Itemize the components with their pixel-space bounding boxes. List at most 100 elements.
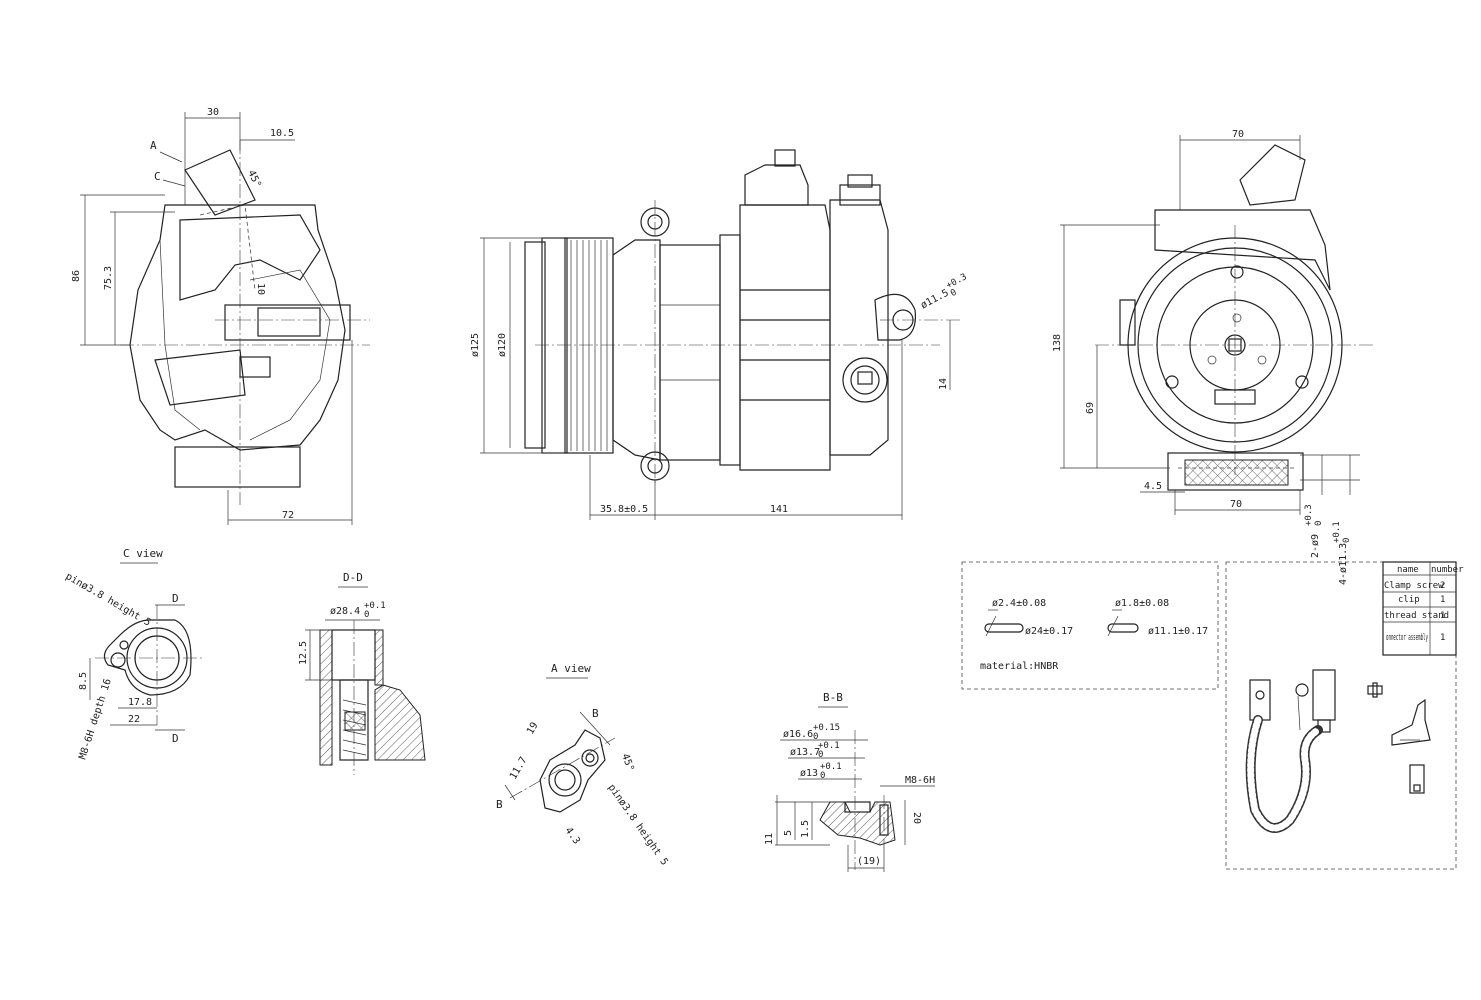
- dim-d13: ø13: [800, 768, 818, 779]
- c-view-title: C view: [123, 547, 163, 560]
- a-view-angle-45: 45°: [619, 752, 636, 773]
- dim-4-5: 4.5: [1144, 481, 1162, 492]
- dim-d13-7: ø13.7: [790, 747, 820, 758]
- dim-14: 14: [938, 378, 949, 390]
- bb-view: B-B ø16.6 +0.15 0 ø13.7 +0.1 0 ø13 +0.1 …: [764, 691, 935, 872]
- dim-8-5: 8.5: [78, 672, 89, 690]
- dim-2-9: 2-ø9: [1310, 534, 1321, 558]
- dim-d13-tol0: 0: [820, 771, 825, 781]
- table-row-name: clip: [1398, 595, 1420, 605]
- table-row-number: 1: [1440, 633, 1445, 643]
- dim-m8: M8-6H: [905, 775, 935, 786]
- dd-view: D-D ø28.4 +0.1 0 12.5: [298, 571, 426, 775]
- dim-4-3: 4.3: [563, 825, 582, 846]
- table-row-name: onnector assembly: [1386, 633, 1428, 643]
- table-row-name: thread stand: [1384, 611, 1449, 621]
- front-view: 30 10.5 45° 86 75.3 10 72 A C: [71, 107, 370, 525]
- table-header-name: name: [1397, 565, 1419, 575]
- dim-d13-7-tol0: 0: [818, 750, 823, 760]
- dim-141: 141: [770, 504, 788, 515]
- dim-75-3: 75.3: [103, 266, 114, 290]
- section-d-top: D: [172, 592, 179, 605]
- side-view: ø125 ø120 ø11.5 +0.3 0 14 35.8±0.5 141: [470, 149, 969, 520]
- clip-drawing: [1391, 698, 1431, 746]
- pulley-grooves: [564, 237, 614, 454]
- dim-d11-5-tol0: 0: [949, 288, 958, 299]
- dim-d11-5-group: ø11.5 +0.3 0: [919, 272, 969, 312]
- dim-1-5: 1.5: [800, 820, 811, 838]
- dim-d28-4-tol: +0.1: [364, 601, 386, 611]
- a-view-pin-note: pinø3.8 height 5: [606, 782, 670, 867]
- dim-d16-6: ø16.6: [783, 729, 813, 740]
- dim-d125: ø125: [470, 333, 481, 357]
- dim-72: 72: [282, 510, 294, 521]
- table-row-number: 1: [1440, 611, 1445, 621]
- dim-30: 30: [207, 107, 219, 118]
- dim-2-9-group: 2-ø9 +0.3 0: [1304, 504, 1324, 558]
- dim-4-11-3-group: 4-ø11.3 +0.1 0: [1332, 521, 1352, 585]
- section-b-bottom: B: [496, 798, 503, 811]
- dim-d16-6-tol: +0.15: [813, 723, 840, 733]
- oring-1: ø2.4±0.08 ø24±0.17: [984, 598, 1073, 637]
- dim-4-11-3-tol: +0.1: [1332, 521, 1342, 543]
- dim-35-8: 35.8±0.5: [600, 504, 648, 515]
- dim-d11-5: ø11.5: [919, 288, 951, 312]
- dim-4-11-3-tol0: 0: [1342, 538, 1352, 543]
- table-header-number: number: [1431, 565, 1464, 575]
- oring-1-id: ø24±0.17: [1025, 626, 1073, 637]
- dim-d11-5-tol: +0.3: [945, 272, 969, 291]
- parts-panel: name number Clamp screw 2 clip 1 thread …: [1225, 561, 1464, 870]
- section-b-top: B: [592, 707, 599, 720]
- bb-view-title: B-B: [823, 691, 843, 704]
- dim-d13-7-tol: +0.1: [818, 741, 840, 751]
- dim-d120: ø120: [497, 333, 508, 357]
- oring-2-cs: ø1.8±0.08: [1115, 598, 1169, 609]
- arrow-a-label: A: [150, 139, 157, 152]
- dim-69: 69: [1085, 402, 1096, 414]
- dim-19-paren: (19): [857, 856, 881, 867]
- dim-10-5: 10.5: [270, 128, 294, 139]
- c-view: C view D D pinø3.8 height 5 M8-6H depth …: [64, 547, 205, 761]
- dim-12-5: 12.5: [298, 641, 309, 665]
- a-view-title: A view: [551, 662, 591, 675]
- dim-d13-tol: +0.1: [820, 762, 842, 772]
- clamp-screw-drawing: [1367, 682, 1383, 698]
- material-note: material:HNBR: [980, 661, 1059, 672]
- table-row-number: 1: [1440, 595, 1445, 605]
- dim-17-8: 17.8: [128, 697, 152, 708]
- a-view: A view B B 19 11.7 4.3 45° pinø3.8 heigh…: [496, 662, 670, 868]
- dim-138: 138: [1052, 334, 1063, 352]
- dim-22: 22: [128, 714, 140, 725]
- table-row-number: 2: [1440, 581, 1445, 591]
- thread-stand-drawing: [1409, 764, 1425, 794]
- dim-10: 10: [255, 283, 266, 295]
- dim-20: 20: [911, 812, 922, 824]
- dim-2-9-tol0: 0: [1314, 521, 1324, 526]
- dim-70-top: 70: [1232, 129, 1244, 140]
- rear-view: 70 138 69 4.5 70 2-ø9 +0.3 0 4-ø11.3 +0.…: [1052, 129, 1375, 585]
- dim-5: 5: [783, 830, 794, 836]
- dim-11-7: 11.7: [508, 755, 530, 781]
- oring-1-cs: ø2.4±0.08: [992, 598, 1046, 609]
- c-view-pin-note: pinø3.8 height 5: [64, 571, 153, 629]
- dim-d28-4-tol0: 0: [364, 610, 369, 620]
- oring-2-id: ø11.1±0.17: [1148, 626, 1208, 637]
- dim-19: 19: [525, 721, 541, 737]
- dd-view-title: D-D: [343, 571, 363, 584]
- parts-table: name number Clamp screw 2 clip 1 thread …: [1382, 561, 1464, 656]
- oring-panel: ø2.4±0.08 ø24±0.17 ø1.8±0.08 ø11.1±0.17 …: [961, 561, 1219, 690]
- dim-86: 86: [71, 270, 82, 282]
- dim-2-9-tol: +0.3: [1304, 504, 1314, 526]
- connector-assembly-drawing: [1245, 669, 1336, 833]
- dim-11: 11: [764, 833, 775, 845]
- table-row-name: Clamp screw: [1384, 581, 1444, 591]
- oring-2: ø1.8±0.08 ø11.1±0.17: [1107, 598, 1208, 637]
- dim-d28-4: ø28.4: [330, 606, 360, 617]
- dim-70-bottom: 70: [1230, 499, 1242, 510]
- arrow-c-label: C: [154, 170, 161, 183]
- section-d-bottom: D: [172, 732, 179, 745]
- dim-d16-6-tol0: 0: [813, 732, 818, 742]
- dim-4-11-3: 4-ø11.3: [1338, 543, 1349, 585]
